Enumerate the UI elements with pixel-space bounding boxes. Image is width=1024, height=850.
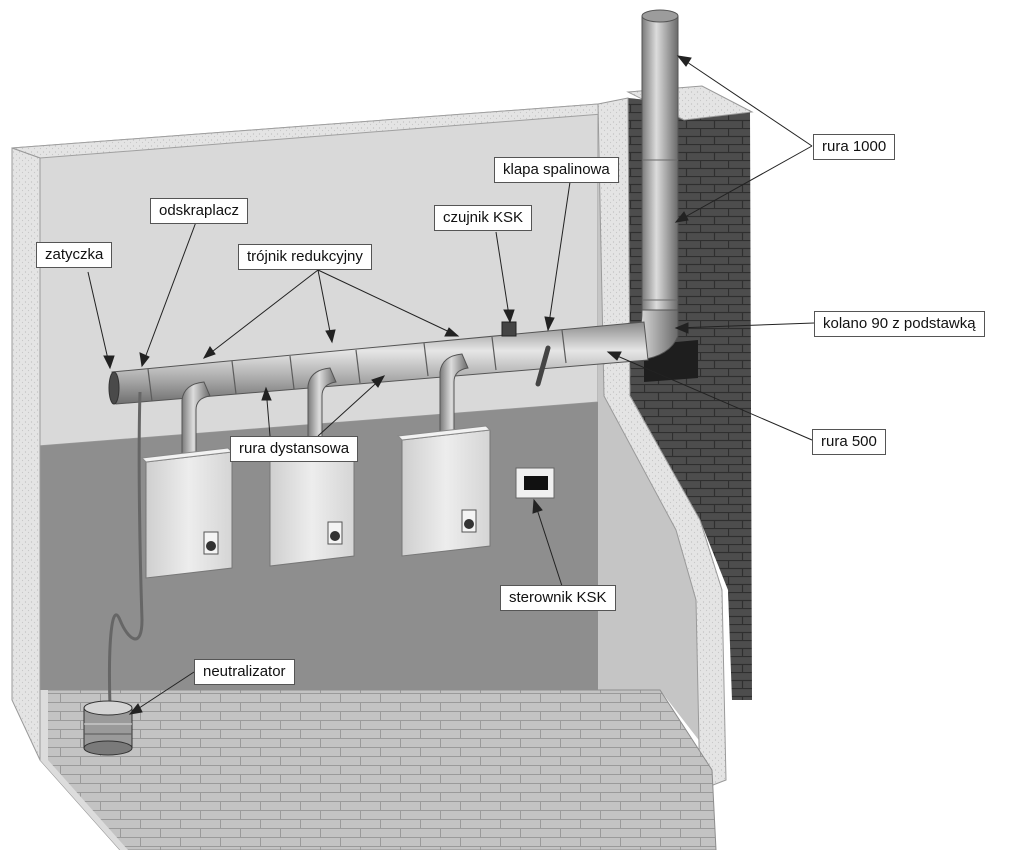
ksk-controller	[515, 467, 555, 499]
label-sterownik-ksk: sterownik KSK	[500, 585, 616, 611]
label-trojnik-redukcyjny: trójnik redukcyjny	[238, 244, 372, 270]
boiler3-flue-connector	[439, 353, 469, 441]
boiler2-flue-connector	[307, 367, 337, 457]
label-rura-1000: rura 1000	[813, 134, 896, 160]
back-wall-upper	[11, 103, 599, 449]
flue-damper-handle	[535, 345, 551, 387]
neutralizer-container	[83, 700, 133, 756]
boiler1-flue-connector	[181, 381, 211, 461]
label-neutralizator: neutralizator	[194, 659, 295, 685]
pipe-end-cap	[108, 371, 120, 405]
label-kolano-90: kolano 90 z podstawką	[814, 311, 985, 337]
label-odskraplacz: odskraplacz	[150, 198, 249, 224]
vertical-flue-pipe	[641, 15, 679, 337]
left-wall-edge	[11, 147, 41, 761]
condensate-hose	[107, 391, 144, 707]
leader-lines	[87, 55, 815, 715]
label-klapa-spalinowa: klapa spalinowa	[494, 157, 619, 183]
label-zatyczka: zatyczka	[36, 242, 113, 268]
floor	[39, 689, 717, 850]
ksk-sensor	[501, 321, 517, 337]
flue-pipe-top	[641, 9, 679, 23]
label-rura-500: rura 500	[812, 429, 886, 455]
boiler-1	[140, 447, 234, 579]
label-czujnik-ksk: czujnik KSK	[434, 205, 533, 231]
label-rura-dystansowa: rura dystansowa	[230, 436, 359, 462]
boiler-3	[396, 425, 492, 557]
pipe-joints	[147, 329, 567, 402]
